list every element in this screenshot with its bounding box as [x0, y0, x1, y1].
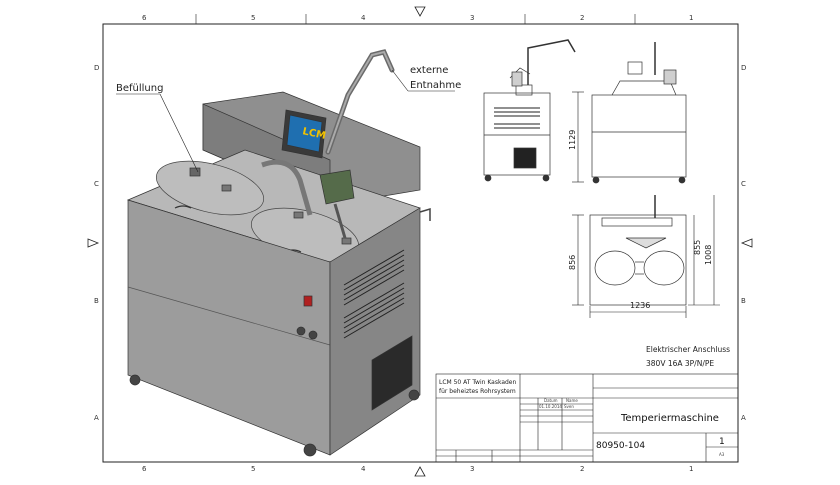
- svg-text:3: 3: [470, 14, 474, 22]
- connector-icon: [296, 326, 306, 336]
- side-view: [483, 39, 576, 182]
- svg-text:1236: 1236: [630, 301, 650, 310]
- row-markers-right: D C B A: [741, 64, 746, 422]
- svg-text:6: 6: [142, 465, 147, 473]
- svg-text:externe: externe: [410, 65, 448, 76]
- svg-text:D: D: [94, 64, 99, 72]
- svg-text:D: D: [741, 64, 746, 72]
- svg-text:C: C: [94, 180, 99, 188]
- svg-text:856: 856: [568, 255, 577, 270]
- row-markers-left: D C B A: [94, 64, 99, 422]
- fill-hose: [261, 159, 313, 216]
- dimension-height: 1129: [568, 91, 584, 183]
- svg-text:1129: 1129: [568, 130, 577, 150]
- caster-wheel: [129, 374, 141, 386]
- svg-text:6: 6: [142, 14, 147, 22]
- svg-text:B: B: [94, 297, 99, 305]
- dimension-top-width: 1236: [589, 301, 687, 318]
- svg-text:5: 5: [251, 465, 255, 473]
- svg-text:2: 2: [580, 14, 584, 22]
- svg-text:855: 855: [693, 240, 702, 255]
- title-block-name-value: Sven: [564, 404, 574, 409]
- title-block-title: Temperiermaschine: [620, 413, 719, 424]
- svg-text:5: 5: [251, 14, 255, 22]
- title-block-sheet: 1: [719, 437, 725, 447]
- logo-text: LCM: [301, 126, 326, 142]
- dimension-top-depth-right: 855 1008: [688, 195, 720, 306]
- top-view: [589, 195, 687, 306]
- title-block-drawing-number: 80950-104: [596, 441, 645, 451]
- svg-text:B: B: [741, 297, 746, 305]
- title-block-format: A3: [719, 452, 725, 457]
- svg-text:1: 1: [689, 465, 693, 473]
- svg-text:1: 1: [689, 14, 693, 22]
- front-view: [591, 42, 687, 184]
- svg-text:C: C: [741, 180, 746, 188]
- title-block-description-line2: für beheiztes Rohrsystem: [439, 388, 516, 395]
- centering-arrows: [87, 6, 753, 477]
- electrical-note-line2: 380V 16A 3P/N/PE: [646, 359, 714, 368]
- svg-text:4: 4: [361, 14, 366, 22]
- main-switch-icon: [303, 295, 313, 307]
- svg-text:A: A: [741, 414, 746, 422]
- svg-text:Entnahme: Entnahme: [410, 80, 461, 91]
- svg-text:Befüllung: Befüllung: [116, 83, 163, 94]
- machine-isometric-view: [126, 49, 431, 457]
- valve-assembly: [319, 169, 355, 205]
- column-markers-top: 6 5 4 3 2 1: [142, 14, 693, 24]
- callout-fill: Befüllung: [116, 83, 199, 173]
- lower-vent-grille: [371, 335, 413, 411]
- svg-text:A: A: [94, 414, 99, 422]
- side-vent-grille: [343, 249, 405, 339]
- callout-external-outlet: externe Entnahme: [391, 65, 461, 92]
- svg-text:3: 3: [470, 465, 474, 473]
- column-markers-bottom: 6 5 4 3 2 1: [142, 465, 693, 473]
- dimension-top-depth-left: 856: [568, 214, 584, 306]
- electrical-note-line1: Elektrischer Anschluss: [646, 345, 730, 354]
- svg-text:2: 2: [580, 465, 584, 473]
- title-block-date-value: 01.10.2014: [539, 404, 562, 409]
- title-block: [435, 373, 739, 463]
- title-block-description-line1: LCM 50 AT Twin Kaskaden: [439, 379, 517, 386]
- svg-text:4: 4: [361, 465, 366, 473]
- svg-text:1008: 1008: [704, 245, 713, 265]
- title-block-name-header: Name: [566, 398, 578, 403]
- logo-screen: [286, 114, 323, 153]
- drawing-border: [102, 23, 739, 463]
- title-block-date-header: Datum: [544, 398, 558, 403]
